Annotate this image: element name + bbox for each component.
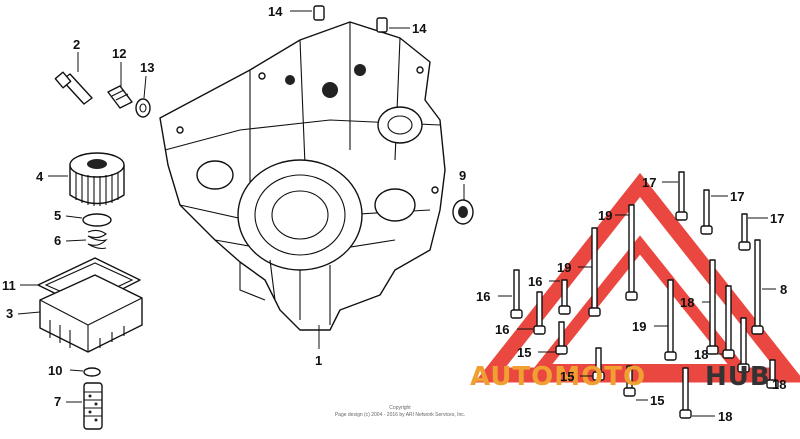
- part-12-bolt: [107, 85, 133, 109]
- callout-18-d: 18: [718, 409, 732, 424]
- bolt-group: [510, 171, 779, 419]
- part-14-dowel-pin-left: [313, 5, 325, 21]
- callout-9: 9: [459, 168, 466, 183]
- callout-4: 4: [36, 169, 44, 184]
- callout-6: 6: [54, 233, 61, 248]
- callout-15-a: 15: [517, 345, 531, 360]
- svg-text:AUTOMOTO: AUTOMOTO: [470, 362, 646, 392]
- part-10-o-ring: [83, 367, 101, 377]
- callout-11: 11: [2, 278, 16, 293]
- callout-13: 13: [140, 60, 154, 75]
- crankcase: [159, 21, 446, 331]
- callout-15-b: 15: [560, 369, 574, 384]
- callout-16-b: 16: [528, 274, 542, 289]
- part-9-cap: [452, 199, 474, 225]
- svg-text:Page design (c) 2004 - 2016 by: Page design (c) 2004 - 2016 by ARI Netwo…: [335, 412, 465, 418]
- part-6-spring: [87, 229, 108, 250]
- part-3-oil-pan: [39, 274, 143, 353]
- svg-text:Copyright: Copyright: [389, 405, 411, 411]
- callout-labels: 2 12 13 4 5 6 11 3 10 7 1 14 14 9 17 17 …: [2, 4, 787, 424]
- callout-19-c: 19: [632, 319, 646, 334]
- callout-2: 2: [73, 37, 80, 52]
- callout-17-c: 17: [770, 211, 784, 226]
- part-4-oil-filter: [69, 152, 125, 206]
- callout-16-a: 16: [476, 289, 490, 304]
- callout-18-a: 18: [680, 295, 694, 310]
- part-13-washer: [135, 98, 151, 118]
- callout-12: 12: [112, 46, 126, 61]
- callout-10: 10: [48, 363, 62, 378]
- callout-19-a: 19: [598, 208, 612, 223]
- watermark-text: AUTOMOTO HUB: [470, 362, 771, 392]
- callout-18-c: 18: [772, 377, 786, 392]
- part-7-oil-strainer: [83, 382, 103, 430]
- leader-lines: [17, 10, 776, 417]
- callout-14-right: 14: [412, 21, 427, 36]
- copyright-notice: Copyright Page design (c) 2004 - 2016 by…: [335, 405, 465, 418]
- part-5-o-ring: [82, 213, 112, 227]
- callout-18-b: 18: [694, 347, 708, 362]
- callout-5: 5: [54, 208, 61, 223]
- callout-14-left: 14: [268, 4, 283, 19]
- callout-16-c: 16: [495, 322, 509, 337]
- part-14-dowel-pin-right: [376, 17, 388, 33]
- callout-3: 3: [6, 306, 13, 321]
- callout-17-a: 17: [642, 175, 656, 190]
- callout-8: 8: [780, 282, 787, 297]
- callout-15-c: 15: [650, 393, 664, 408]
- svg-text:HUB: HUB: [705, 362, 771, 392]
- callout-19-b: 19: [557, 260, 571, 275]
- part-2-plug: [54, 71, 93, 105]
- callout-7: 7: [54, 394, 61, 409]
- callout-1: 1: [315, 353, 322, 368]
- callout-17-b: 17: [730, 189, 744, 204]
